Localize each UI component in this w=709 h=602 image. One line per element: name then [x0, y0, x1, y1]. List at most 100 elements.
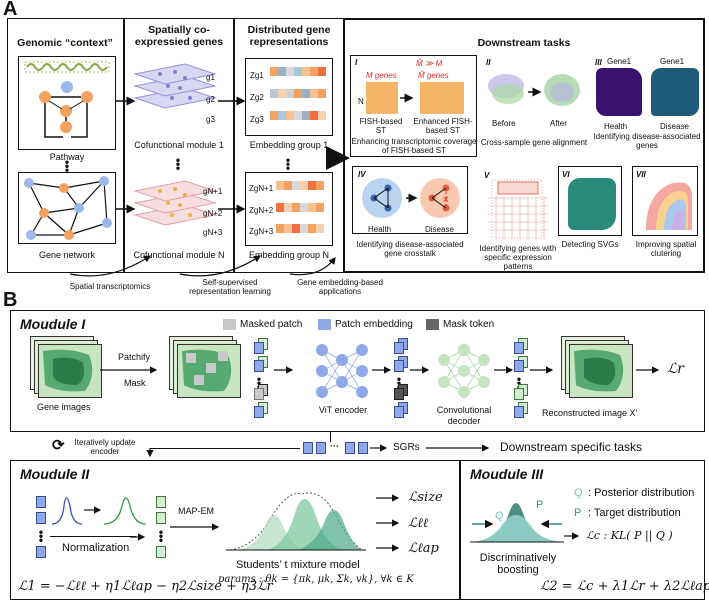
- task4-health: Health: [368, 225, 392, 234]
- task7-caption: Improving spatial clutering: [635, 240, 697, 258]
- normalized-token: [156, 546, 166, 558]
- st-matrix: [366, 82, 398, 114]
- task3-gene1a: Gene1: [607, 57, 632, 66]
- vit-encoder-icon: [316, 344, 368, 398]
- panel-a-letter: A: [3, 0, 18, 20]
- loss-ll: ℒℓℓ: [408, 516, 429, 531]
- panel-b-letter: B: [3, 289, 18, 311]
- patch-embedding: [254, 360, 264, 372]
- module3-frame: [460, 460, 705, 600]
- legend-q-desc: : Posterior distribution: [588, 487, 695, 499]
- task6-caption: Detecting SVGs: [561, 240, 619, 249]
- gene-image: [38, 344, 102, 398]
- sgr-token: [303, 442, 313, 454]
- col-title-representations: Distributed gene representations: [247, 24, 331, 48]
- embedding-group1-label: Embedding group 1: [249, 140, 329, 150]
- gene-label: gN+3: [203, 228, 223, 237]
- t-mixture-plot: [226, 492, 366, 551]
- task4-disease: Disease: [425, 225, 454, 234]
- sgr-token: [358, 442, 368, 454]
- loss-arrows: [376, 494, 400, 552]
- embedding-token: [36, 512, 46, 524]
- task1-caption: Enhancing transcriptomic coverage of FIS…: [351, 137, 477, 155]
- task7-num: VII: [636, 170, 646, 179]
- z-label: Zg3: [250, 115, 264, 124]
- arrow-icon: [100, 366, 158, 374]
- module2-frame: [10, 460, 460, 600]
- module1-layers: [133, 63, 217, 109]
- z-label: ZgN+1: [249, 184, 274, 193]
- moduleN-label: Cofunctional module N: [133, 250, 225, 260]
- module2-equation: ℒ1 = −ℒℓℓ + η1ℒℓap − η2ℒsize + η3ℒr: [18, 579, 273, 594]
- patchify-label: Patchify: [118, 352, 151, 362]
- task4-caption: Identifying disease-associated gene cros…: [356, 240, 464, 258]
- arrow-icon: [426, 444, 490, 452]
- task1-num: I: [355, 58, 358, 67]
- arrow-icon: [400, 93, 414, 103]
- normalization-curves: [51, 497, 147, 525]
- col-title-context: Genomic “context”: [17, 37, 113, 49]
- patch-embedding-swatch: [318, 319, 331, 330]
- patch-embedding: [514, 360, 524, 372]
- z-label: ZgN+2: [249, 206, 274, 215]
- gene-label: g3: [206, 115, 215, 124]
- refresh-icon: ⟳: [52, 437, 65, 454]
- task3-num: III: [595, 58, 602, 67]
- moduleN-layers: [133, 180, 217, 226]
- task3-disease: Disease: [660, 122, 689, 131]
- embedding-token: [36, 496, 46, 508]
- module1-title: Moudule I: [20, 316, 86, 332]
- task1-m-tilde: M̃ ≫ M: [416, 59, 443, 68]
- ellipsis-icon: •••: [175, 153, 181, 175]
- arrow-icon: [410, 366, 430, 374]
- patch-embedding: [514, 342, 524, 354]
- loss-lap: ℒℓap: [408, 541, 439, 556]
- task1-n: N: [358, 97, 364, 106]
- arrow-icon: [564, 532, 580, 540]
- legend-masked: Masked patch: [240, 319, 303, 330]
- task5-num: V: [484, 171, 490, 180]
- legend-p-desc: : Target distribution: [588, 507, 681, 519]
- svg-text:×: ×: [442, 195, 450, 205]
- mask-label: Mask: [124, 378, 146, 388]
- task3-health: Health: [604, 122, 628, 131]
- task2-caption: Cross-sample gene alignment: [480, 138, 588, 147]
- clustering-image: [646, 182, 692, 230]
- iterate-line: [150, 448, 300, 450]
- task2-num: II: [486, 58, 491, 67]
- col-title-downstream: Downstream tasks: [477, 37, 571, 49]
- conv-decoder-icon: [438, 344, 490, 398]
- ellipsis-icon: ···: [330, 441, 339, 451]
- task1-before: FISH-based ST: [359, 117, 403, 135]
- alignment-scatter: [488, 74, 580, 106]
- legend-patch: Patch embedding: [335, 319, 413, 330]
- task1-m-genes: M genes: [366, 71, 397, 80]
- col-title-coexpressed: Spatially co-expressied genes: [134, 24, 224, 48]
- reconstructed-image: [569, 344, 633, 398]
- reconstructed-label: Reconstructed image X': [542, 408, 638, 418]
- arrow-icon: [130, 533, 146, 541]
- task7-box: [632, 166, 698, 236]
- task4-num: IV: [358, 170, 366, 179]
- embedding-bars-1: [270, 67, 326, 120]
- mask-token-swatch: [426, 319, 439, 330]
- boost-label: Discriminatively boosting: [479, 552, 557, 576]
- arrow-icon: [530, 366, 554, 374]
- divider: [233, 18, 235, 273]
- arrow-icon: [636, 366, 660, 374]
- vit-label: ViT encoder: [318, 405, 368, 415]
- legend-q-symbol: Q: [574, 487, 583, 499]
- gene-label: gN+1: [203, 187, 223, 196]
- q-label: Q: [495, 510, 504, 522]
- downstream-label: Downstream specific tasks: [500, 440, 643, 454]
- disease-tissue-image: [651, 68, 699, 116]
- svg-tissue-image: [568, 178, 616, 230]
- map-em-label: MAP-EM: [178, 506, 214, 516]
- z-label: Zg2: [250, 93, 264, 102]
- flow-arrows: [69, 255, 336, 277]
- task4-box: [352, 166, 468, 234]
- gene-network-diagram: [24, 176, 112, 240]
- sgrs-label: SGRs: [393, 442, 420, 453]
- patch-token: [514, 388, 524, 400]
- pathway-label: Pathway: [49, 152, 85, 162]
